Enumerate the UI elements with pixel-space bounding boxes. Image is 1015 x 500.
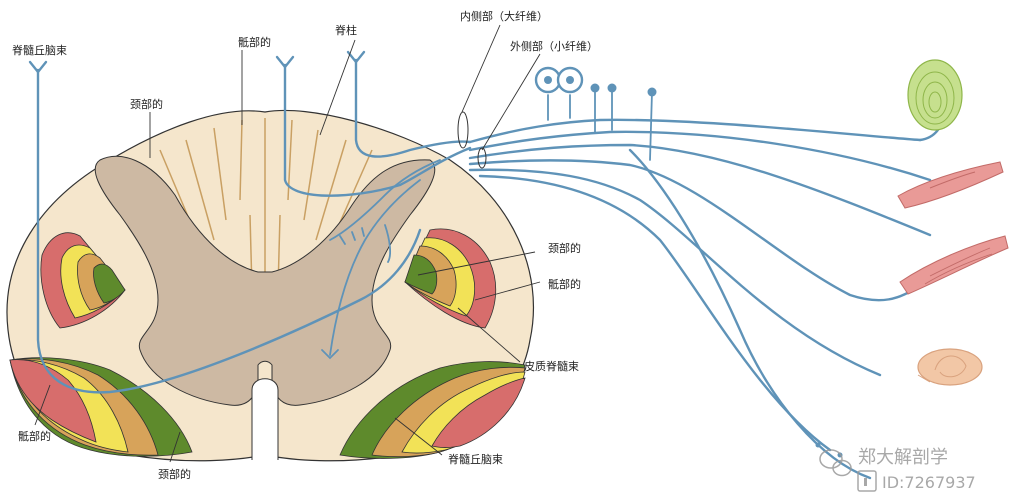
- gray-matter: [94, 155, 436, 406]
- left-ventral-tracts: [9, 357, 193, 457]
- root-rings: [457, 111, 487, 169]
- left-lateral-tracts: [40, 232, 126, 329]
- label-corticospinal-tract: 皮质脊髓束: [524, 359, 579, 373]
- muscle-spindle-upper: [897, 161, 1004, 209]
- leader-lines: [34, 24, 541, 463]
- muscle-spindle-lower: [899, 235, 1009, 295]
- label-medial-division: 内侧部（大纤维）: [460, 9, 548, 23]
- intraspinal-fibers: [28, 50, 472, 394]
- right-ventral-tracts: [339, 361, 526, 459]
- wechat-icon: [819, 449, 852, 477]
- id-icon: [857, 470, 877, 492]
- label-spinothalamic-tract: 脊髓丘脑束: [12, 43, 67, 57]
- label-dorsal-column: 脊柱: [335, 23, 357, 37]
- labels: 脊髓丘脑束 颈部的 骶部的 脊柱 内侧部（大纤维） 外侧部（小纤维） 颈部的 骶…: [12, 9, 598, 481]
- watermark-id: ID:7267937: [882, 473, 976, 492]
- skin-receptor: [917, 348, 983, 386]
- ganglion-cells: [534, 66, 657, 97]
- right-lateral-tracts: [404, 228, 497, 329]
- peripheral-nerves: [468, 87, 943, 480]
- label-spinothalamic-tract-right: 脊髓丘脑束: [448, 452, 503, 466]
- label-cervical-dorsal-left: 颈部的: [130, 97, 163, 111]
- pacinian-corpuscle: [907, 59, 963, 131]
- anterior-median-fissure: [251, 378, 279, 460]
- watermark-title: 郑大解剖学: [858, 447, 948, 468]
- label-lateral-division: 外侧部（小纤维）: [510, 39, 598, 53]
- label-sacral-lateral-right: 骶部的: [548, 277, 581, 291]
- label-sacral-dorsal: 骶部的: [238, 35, 271, 49]
- label-cervical-lateral-right: 颈部的: [548, 241, 581, 255]
- label-cervical-ventral-left: 颈部的: [158, 467, 191, 481]
- watermark: 郑大解剖学 ID:7267937: [819, 447, 976, 492]
- label-sacral-ventral-left: 骶部的: [18, 429, 51, 443]
